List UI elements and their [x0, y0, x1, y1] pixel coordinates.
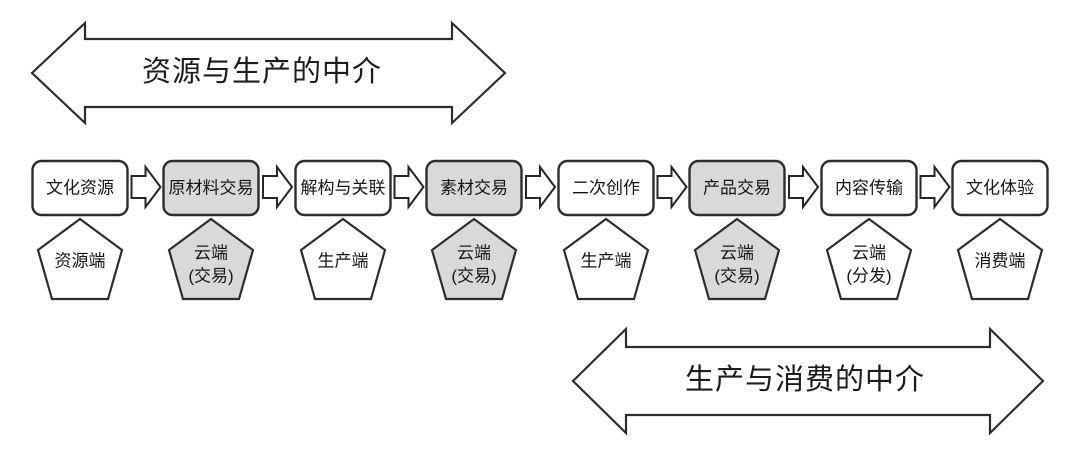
pentagon — [36, 217, 124, 301]
station-content-transmission: 内容传输 云端 (分发) — [820, 159, 918, 301]
pentagon-label-line1: 资源端 — [55, 252, 106, 271]
right-arrow-icon — [656, 164, 688, 210]
flow-box — [951, 159, 1049, 217]
top-intermediary-arrow: 资源与生产的中介 — [30, 20, 507, 126]
right-arrow-icon — [393, 164, 425, 210]
pentagon — [430, 217, 518, 301]
flow-box — [162, 159, 260, 217]
flow-box-label: 文化体验 — [966, 179, 1034, 198]
flow-box-label: 解构与关联 — [301, 179, 386, 198]
flow-box-label: 文化资源 — [46, 179, 114, 198]
right-arrow-icon — [919, 164, 951, 210]
pentagon-label-line1: 云端 — [852, 244, 886, 263]
flow-box — [294, 159, 392, 217]
pentagon — [167, 217, 255, 301]
flow-box — [425, 159, 523, 217]
top-arrow-label: 资源与生产的中介 — [142, 55, 382, 88]
pentagon-label-line1: 云端 — [194, 244, 228, 263]
pentagon-label-line2: (交易) — [188, 267, 233, 286]
station-raw-material-trade: 原材料交易 云端 (交易) — [162, 159, 260, 301]
flow-box-label: 内容传输 — [835, 179, 903, 198]
right-arrow-icon — [525, 164, 557, 210]
flow-box — [31, 159, 129, 217]
flow-box — [557, 159, 655, 217]
pentagon-label-line1: 生产端 — [581, 252, 632, 271]
station-material-trade: 素材交易 云端 (交易) — [425, 159, 523, 301]
station-product-trade: 产品交易 云端 (交易) — [688, 159, 786, 301]
bottom-intermediary-arrow: 生产与消费的中介 — [571, 326, 1045, 436]
bottom-arrow-label: 生产与消费的中介 — [685, 363, 925, 396]
pentagon — [693, 217, 781, 301]
flow-box-label: 二次创作 — [572, 179, 640, 198]
station-culture-experience: 文化体验 消费端 — [951, 159, 1049, 301]
pentagon-label-line2: (分发) — [846, 267, 891, 286]
pentagon-label-line2: (交易) — [714, 267, 759, 286]
pentagon — [562, 217, 650, 301]
station-culture-resource: 文化资源 资源端 — [31, 159, 129, 301]
station-secondary-creation: 二次创作 生产端 — [557, 159, 655, 301]
flow-box-label: 原材料交易 — [169, 179, 254, 198]
pentagon — [299, 217, 387, 301]
right-arrow-icon — [262, 164, 294, 210]
right-arrow-icon — [788, 164, 820, 210]
pentagon-label-line2: (交易) — [451, 267, 496, 286]
pentagon-label-line1: 生产端 — [318, 252, 369, 271]
pentagon-label-line1: 云端 — [720, 244, 754, 263]
flow-box — [688, 159, 786, 217]
flow-box — [820, 159, 918, 217]
pentagon-label-line1: 消费端 — [975, 252, 1026, 271]
pentagon — [825, 217, 913, 301]
station-deconstruct-associate: 解构与关联 生产端 — [294, 159, 392, 301]
double-arrow-shape — [30, 20, 507, 126]
double-arrow-shape — [571, 326, 1045, 436]
flow-box-label: 素材交易 — [440, 179, 508, 198]
flow-box-label: 产品交易 — [703, 179, 771, 198]
pentagon — [956, 217, 1044, 301]
pentagon-label-line1: 云端 — [457, 244, 491, 263]
right-arrow-icon — [130, 164, 162, 210]
